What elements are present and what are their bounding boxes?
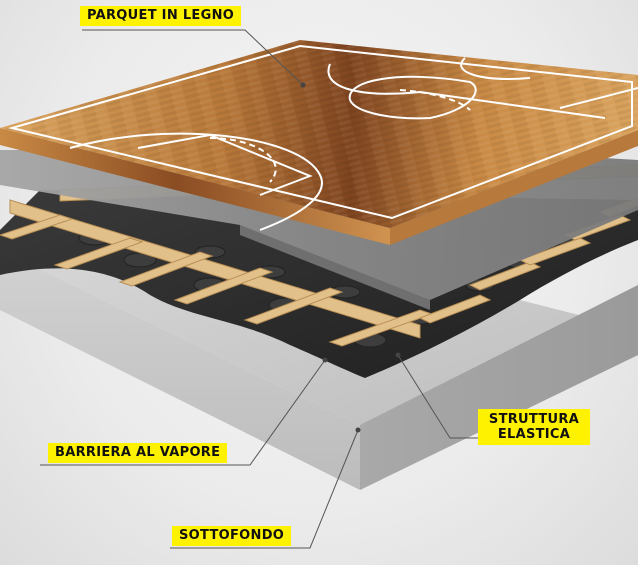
parquet-board — [0, 40, 638, 245]
leader-lines — [40, 29, 540, 549]
label-parquet-in-legno: PARQUET IN LEGNO — [80, 6, 242, 26]
label-line-2: ELASTICA — [497, 427, 571, 442]
label-struttura-elastica: STRUTTURA ELASTICA — [478, 409, 590, 445]
label-line-1: STRUTTURA — [488, 412, 580, 427]
court-markings — [8, 44, 638, 231]
label-sottofondo: SOTTOFONDO — [172, 526, 292, 546]
label-barriera-al-vapore: BARRIERA AL VAPORE — [48, 443, 228, 463]
leader-dots — [300, 82, 401, 433]
